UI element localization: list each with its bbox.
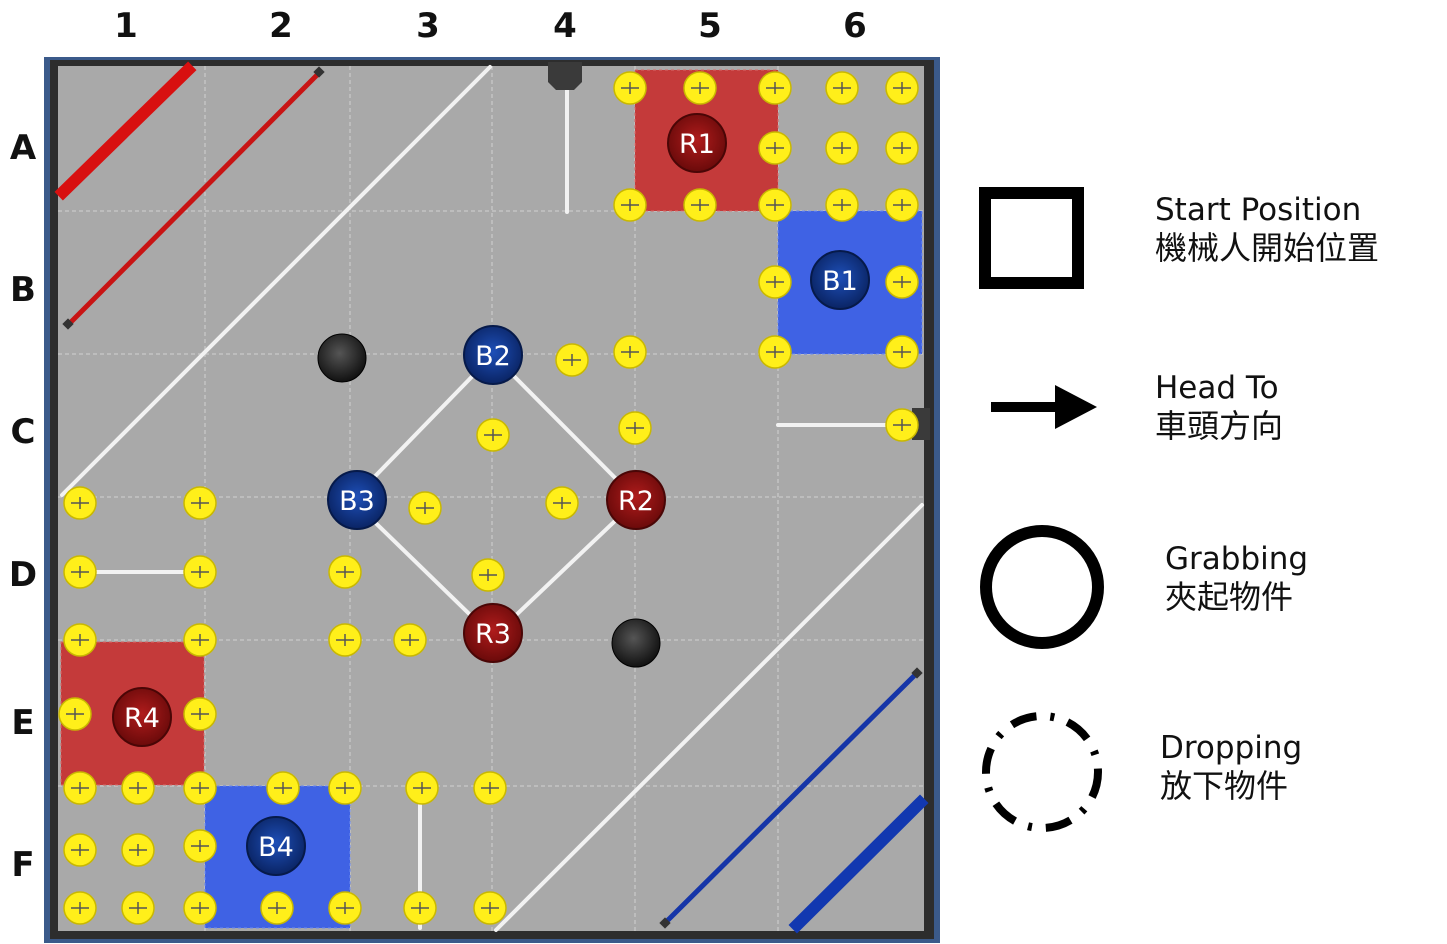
legend-start-zh: 機械人開始位置: [1155, 229, 1379, 267]
goal-label: R3: [475, 619, 511, 650]
yellow-token: [614, 189, 646, 221]
yellow-token: [614, 72, 646, 104]
yellow-token: [122, 772, 154, 804]
yellow-token: [184, 772, 216, 804]
yellow-token: [329, 772, 361, 804]
yellow-token: [472, 559, 504, 591]
yellow-token: [474, 772, 506, 804]
yellow-token: [886, 72, 918, 104]
goal-b4: B4: [247, 817, 305, 875]
goal-r2: R2: [607, 471, 665, 529]
yellow-token: [409, 492, 441, 524]
yellow-token: [886, 189, 918, 221]
yellow-token: [329, 556, 361, 588]
yellow-token: [826, 72, 858, 104]
yellow-token: [122, 892, 154, 924]
yellow-token: [684, 72, 716, 104]
yellow-token: [759, 189, 791, 221]
legend-grab-en: Grabbing: [1165, 541, 1308, 577]
goal-label: B4: [258, 832, 294, 863]
yellow-token: [759, 266, 791, 298]
yellow-token: [759, 132, 791, 164]
legend-head: Head To 車頭方向: [975, 365, 1445, 485]
square-outline-icon: [979, 187, 1084, 289]
yellow-token: [122, 834, 154, 866]
goal-label: B3: [339, 486, 375, 517]
yellow-token: [261, 892, 293, 924]
yellow-token: [64, 834, 96, 866]
legend-grab: Grabbing 夾起物件: [975, 520, 1445, 640]
yellow-token: [886, 266, 918, 298]
legend-start: Start Position 機械人開始位置: [975, 185, 1445, 305]
top-wall-bracket: [548, 62, 582, 90]
yellow-token: [477, 419, 509, 451]
yellow-token: [329, 892, 361, 924]
yellow-token: [64, 772, 96, 804]
yellow-token: [826, 189, 858, 221]
legend-head-en: Head To: [1155, 370, 1279, 406]
yellow-token: [267, 772, 299, 804]
goal-r4: R4: [113, 688, 171, 746]
legend-drop-en: Dropping: [1160, 730, 1302, 766]
yellow-token: [184, 830, 216, 862]
legend-head-zh: 車頭方向: [1155, 407, 1283, 445]
yellow-token: [474, 892, 506, 924]
black-goal-c3: [318, 334, 366, 382]
yellow-token: [64, 487, 96, 519]
yellow-token: [59, 698, 91, 730]
yellow-token: [826, 132, 858, 164]
yellow-token: [394, 624, 426, 656]
yellow-token: [404, 892, 436, 924]
circle-outline-icon: [975, 520, 1115, 660]
goal-label: R4: [124, 703, 160, 734]
yellow-token: [614, 336, 646, 368]
goal-r1: R1: [668, 114, 726, 172]
goal-label: R1: [679, 129, 715, 160]
legend-grab-zh: 夾起物件: [1165, 578, 1308, 616]
yellow-token: [184, 487, 216, 519]
yellow-token: [684, 189, 716, 221]
goal-r3: R3: [464, 604, 522, 662]
goal-b1: B1: [811, 251, 869, 309]
dashed-circle-icon: [975, 705, 1115, 845]
legend-drop-zh: 放下物件: [1160, 767, 1302, 805]
yellow-token: [546, 487, 578, 519]
yellow-token: [184, 892, 216, 924]
yellow-token: [886, 336, 918, 368]
yellow-token: [556, 344, 588, 376]
legend-drop: Dropping 放下物件: [975, 705, 1445, 825]
yellow-token: [64, 892, 96, 924]
yellow-token: [329, 624, 361, 656]
arrow-right-icon: [989, 377, 1099, 437]
yellow-token: [406, 772, 438, 804]
yellow-token: [886, 409, 918, 441]
yellow-token: [759, 72, 791, 104]
goal-b2: B2: [464, 326, 522, 384]
yellow-token: [619, 412, 651, 444]
goal-label: B1: [822, 266, 858, 297]
yellow-token: [759, 336, 791, 368]
black-goal-e4: [612, 619, 660, 667]
yellow-token: [184, 698, 216, 730]
legend-start-en: Start Position: [1155, 192, 1361, 228]
yellow-token: [64, 624, 96, 656]
yellow-token: [184, 624, 216, 656]
yellow-token: [886, 132, 918, 164]
yellow-token: [184, 556, 216, 588]
yellow-token: [64, 556, 96, 588]
goal-label: R2: [618, 486, 654, 517]
goal-label: B2: [475, 341, 511, 372]
goal-b3: B3: [328, 471, 386, 529]
